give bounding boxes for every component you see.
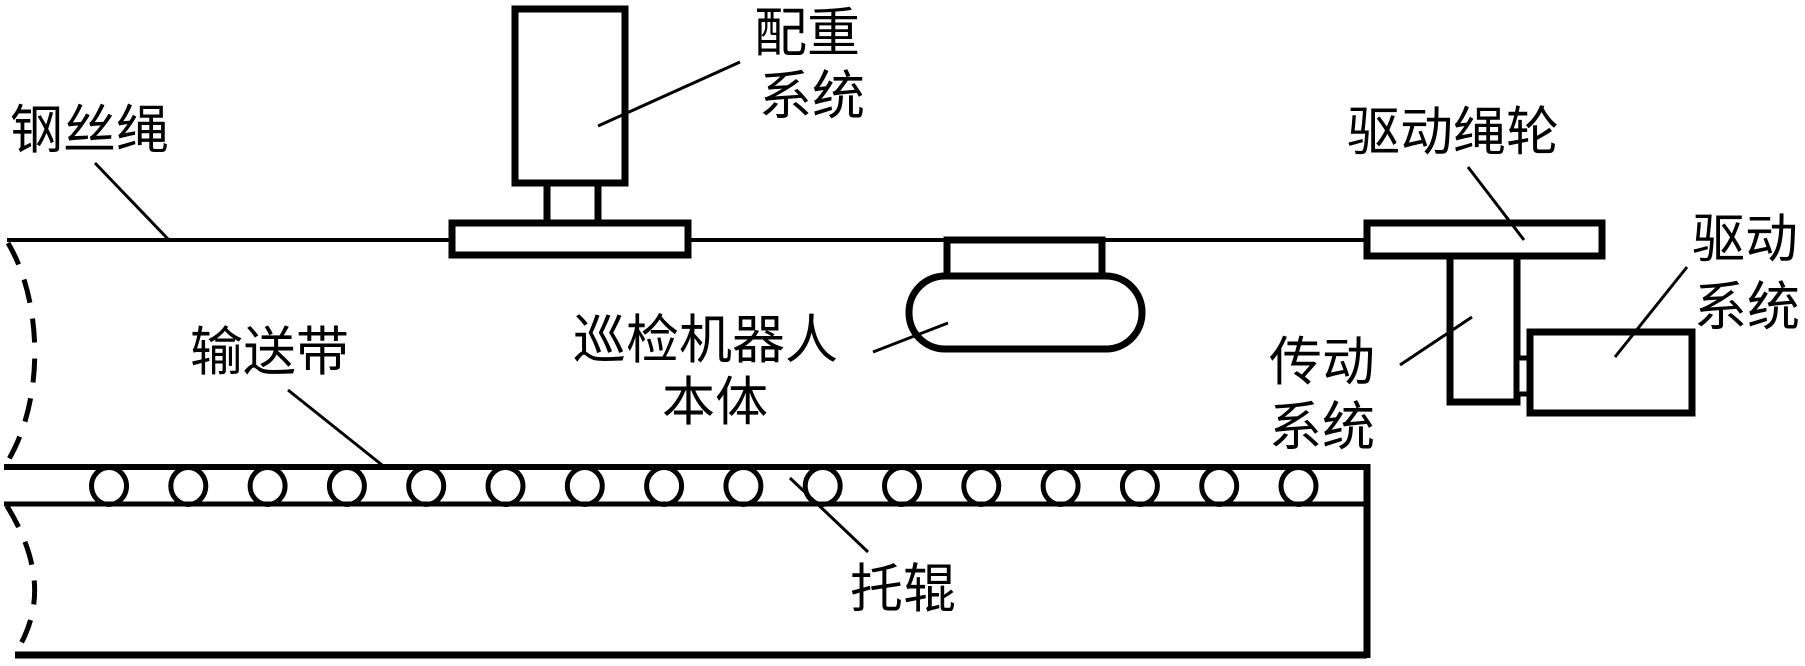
idler-roller-circle [1278, 465, 1319, 507]
leader-transmission [1399, 315, 1473, 367]
label-drive-system-line1: 驱动 [1692, 211, 1798, 269]
leader-conveyor-belt [287, 388, 388, 471]
leader-robot-body [872, 321, 949, 354]
idler-roller-circle [802, 465, 843, 507]
label-transmission-line2: 系统 [1269, 399, 1375, 457]
idler-roller-circle [168, 465, 209, 507]
leader-wire-rope [93, 161, 170, 241]
idler-roller-circle [644, 465, 685, 507]
drive-rope-pulley-block [1363, 219, 1606, 260]
label-drive-pulley: 驱动绳轮 [1347, 104, 1559, 162]
idler-roller-circle [564, 465, 605, 507]
robot-hanger-bracket [943, 236, 1106, 280]
idler-roller-circle [723, 465, 764, 507]
idler-roller-circle [485, 465, 526, 507]
idler-roller-circle [1040, 465, 1081, 507]
leader-drive-pulley [1466, 166, 1526, 241]
label-robot-line1: 巡检机器人 [573, 312, 838, 370]
transmission-column [1446, 252, 1521, 406]
idler-roller-circle [882, 465, 922, 507]
counterweight-stem [543, 176, 602, 229]
counterweight-body [511, 5, 629, 187]
idler-roller-circle [406, 465, 447, 507]
idler-rollers [89, 465, 1319, 507]
leader-drive-system [1613, 266, 1689, 358]
idler-roller-circle [326, 465, 367, 507]
break-dashed-curve-lower [4, 504, 38, 654]
counterweight-base-plate [448, 219, 692, 259]
label-wire-rope: 钢丝绳 [10, 102, 169, 160]
idler-roller-circle [247, 465, 288, 507]
label-idler-roller: 托辊 [850, 561, 956, 619]
label-conveyor-belt: 输送带 [190, 324, 349, 382]
idler-roller-circle [1119, 465, 1160, 507]
drive-system-box [1526, 328, 1696, 417]
label-counterweight-line1: 配重 [754, 5, 860, 63]
label-transmission-line1: 传动 [1269, 334, 1375, 392]
label-drive-system-line2: 系统 [1694, 279, 1800, 337]
robot-body-capsule [905, 272, 1146, 353]
leader-counterweight [597, 60, 741, 128]
idler-roller-circle [1199, 465, 1240, 507]
label-counterweight-line2: 系统 [759, 68, 865, 126]
idler-roller-circle [89, 465, 129, 507]
idler-roller-circle [961, 465, 1002, 507]
break-dashed-curve-upper [3, 241, 38, 466]
leader-idler-roller [788, 476, 870, 554]
label-robot-line2: 本体 [662, 374, 768, 432]
